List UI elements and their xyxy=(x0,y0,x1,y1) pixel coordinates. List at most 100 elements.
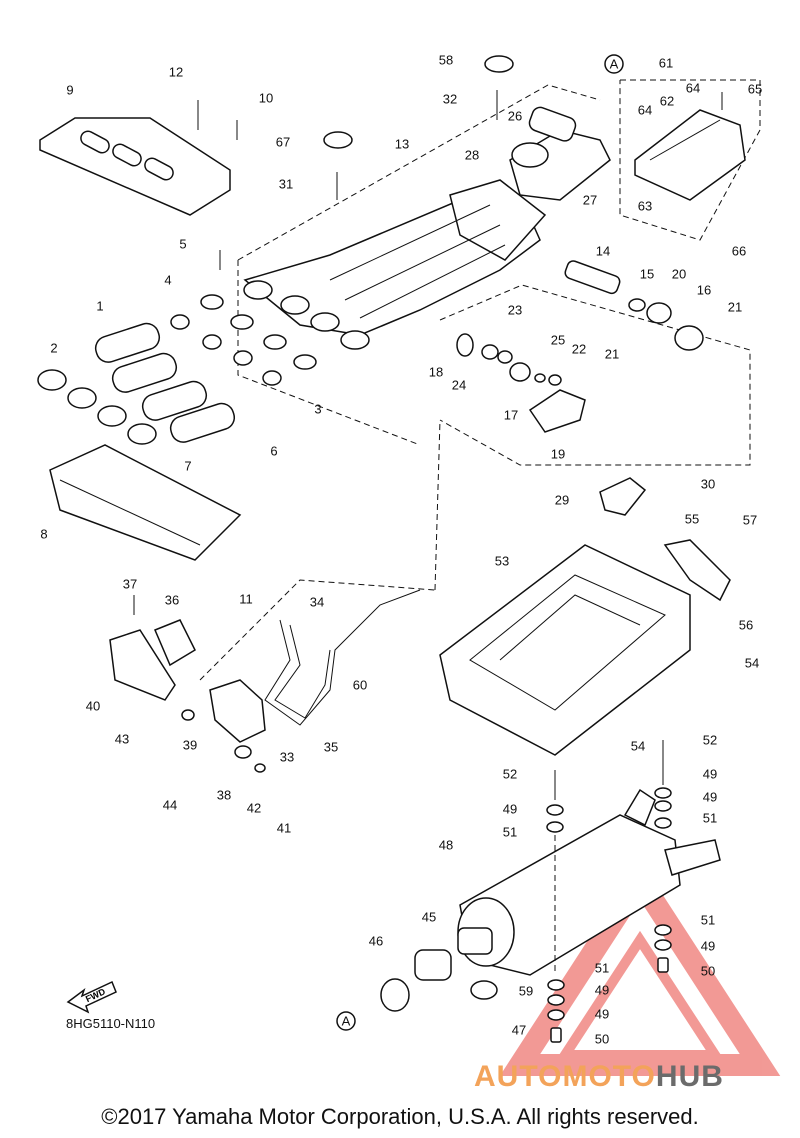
cap-59 xyxy=(470,980,498,1000)
callout-1: 1 xyxy=(96,298,103,313)
callout-21: 21 xyxy=(728,299,742,314)
callout-32: 32 xyxy=(443,91,457,106)
callout-38: 38 xyxy=(217,787,231,802)
callout-54: 54 xyxy=(745,655,759,670)
callout-19: 19 xyxy=(551,446,565,461)
callout-47: 47 xyxy=(512,1022,526,1037)
callout-48: 48 xyxy=(439,837,453,852)
ref-marker-circle xyxy=(336,1011,356,1031)
ref-marker-circle xyxy=(604,54,624,74)
callout-49: 49 xyxy=(703,766,717,781)
exhaust-pipe-28 xyxy=(509,106,611,201)
callout-26: 26 xyxy=(508,108,522,123)
callout-24: 24 xyxy=(452,377,466,392)
callout-10: 10 xyxy=(259,90,273,105)
callout-33: 33 xyxy=(280,749,294,764)
callout-27: 27 xyxy=(583,192,597,207)
callout-62: 62 xyxy=(660,93,674,108)
callout-29: 29 xyxy=(555,492,569,507)
callout-50: 50 xyxy=(595,1031,609,1046)
callout-5: 5 xyxy=(179,236,186,251)
watermark-triangle xyxy=(499,859,781,1076)
ref-marker-A: A xyxy=(342,1013,351,1028)
callout-18: 18 xyxy=(429,364,443,379)
callout-12: 12 xyxy=(169,64,183,79)
brand-part-2: HUB xyxy=(655,1060,724,1093)
brand-part-1: AUTOMOTO xyxy=(474,1060,656,1093)
reference-markers: AA xyxy=(336,54,624,1031)
ref-marker-A: A xyxy=(610,56,619,71)
muffler-48 xyxy=(457,788,721,976)
heat-shield-9 xyxy=(39,117,231,216)
callout-36: 36 xyxy=(165,592,179,607)
callout-43: 43 xyxy=(115,731,129,746)
callout-37: 37 xyxy=(123,576,137,591)
gaskets-2 xyxy=(37,369,157,445)
callout-2: 2 xyxy=(50,340,57,355)
callout-49: 49 xyxy=(595,982,609,997)
callout-23: 23 xyxy=(508,302,522,317)
exhaust-manifold-13 xyxy=(243,179,547,350)
bellows-tubes-1 xyxy=(94,322,236,443)
callout-55: 55 xyxy=(685,511,699,526)
callout-52: 52 xyxy=(703,732,717,747)
callout-63: 63 xyxy=(638,198,652,213)
callout-52: 52 xyxy=(503,766,517,781)
callout-60: 60 xyxy=(353,677,367,692)
bracket-29 xyxy=(599,477,647,516)
callout-numbers: 1234567891011121314151617181920212122232… xyxy=(40,52,762,1046)
callout-14: 14 xyxy=(596,243,610,258)
callout-51: 51 xyxy=(701,912,715,927)
callout-31: 31 xyxy=(279,176,293,191)
callout-61: 61 xyxy=(659,55,673,70)
callout-40: 40 xyxy=(86,698,100,713)
callout-35: 35 xyxy=(324,739,338,754)
callout-39: 39 xyxy=(183,737,197,752)
fwd-arrow-icon: FWD xyxy=(66,980,117,1014)
callout-64: 64 xyxy=(686,80,700,95)
callout-11: 11 xyxy=(239,591,253,606)
small-parts-17-25 xyxy=(456,333,586,433)
callout-13: 13 xyxy=(395,136,409,151)
callout-45: 45 xyxy=(422,909,436,924)
callout-65: 65 xyxy=(748,81,762,96)
callout-17: 17 xyxy=(504,407,518,422)
callout-25: 25 xyxy=(551,332,565,347)
callout-20: 20 xyxy=(672,266,686,281)
callout-64: 64 xyxy=(638,102,652,117)
callout-7: 7 xyxy=(184,458,191,473)
callout-42: 42 xyxy=(247,800,261,815)
water-box-53 xyxy=(439,544,691,756)
sleeve-45-clamp-46 xyxy=(380,949,452,1012)
assembly-boundaries xyxy=(199,79,761,681)
sensor-group xyxy=(109,589,421,773)
copyright-notice: ©2017 Yamaha Motor Corporation, U.S.A. A… xyxy=(101,1104,699,1129)
callout-16: 16 xyxy=(697,282,711,297)
callout-66: 66 xyxy=(732,243,746,258)
callout-15: 15 xyxy=(640,266,654,281)
callout-53: 53 xyxy=(495,553,509,568)
diagram-code: 8HG5110-N110 xyxy=(66,1016,156,1031)
callout-34: 34 xyxy=(310,594,324,609)
caps-58-67 xyxy=(323,55,514,149)
callout-46: 46 xyxy=(369,933,383,948)
callout-9: 9 xyxy=(66,82,73,97)
bolts xyxy=(133,90,723,795)
washer-stacks xyxy=(546,745,672,1043)
callout-56: 56 xyxy=(739,617,753,632)
callout-44: 44 xyxy=(163,797,177,812)
callout-30: 30 xyxy=(701,476,715,491)
callout-49: 49 xyxy=(703,789,717,804)
callout-6: 6 xyxy=(270,443,277,458)
callout-51: 51 xyxy=(503,824,517,839)
callout-8: 8 xyxy=(40,526,47,541)
callout-49: 49 xyxy=(701,938,715,953)
callout-4: 4 xyxy=(164,272,171,287)
callout-21: 21 xyxy=(605,346,619,361)
watermark-brand: AUTOMOTOHUB xyxy=(474,1060,724,1094)
callout-49: 49 xyxy=(595,1006,609,1021)
callout-3: 3 xyxy=(314,401,321,416)
callout-50: 50 xyxy=(701,963,715,978)
